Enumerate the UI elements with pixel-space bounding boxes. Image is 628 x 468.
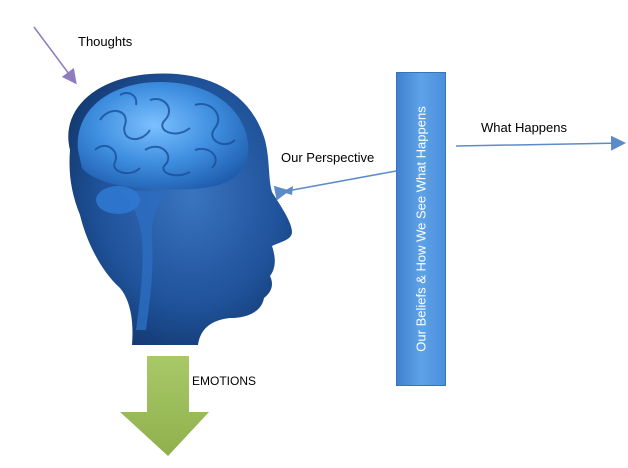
thoughts-label: Thoughts bbox=[78, 34, 133, 49]
brain-stem bbox=[120, 190, 170, 330]
perspective-arrow bbox=[273, 170, 397, 201]
brain-folds bbox=[94, 92, 236, 177]
perspective-arrowhead bbox=[282, 186, 293, 195]
thoughts-arrow bbox=[33, 26, 77, 85]
down-arrow-icon bbox=[120, 356, 209, 456]
brain-shape bbox=[77, 82, 249, 190]
what-happens-arrow bbox=[455, 135, 626, 151]
emotions-label: EMOTIONS bbox=[192, 374, 257, 388]
perspective-label: Our Perspective bbox=[281, 150, 375, 165]
beliefs-filter-box: Our Beliefs & How We See What Happens bbox=[396, 72, 446, 386]
what-happens-label: What Happens bbox=[481, 120, 567, 135]
head-brain-illustration bbox=[68, 73, 292, 345]
cerebellum bbox=[96, 186, 140, 214]
beliefs-filter-label: Our Beliefs & How We See What Happens bbox=[413, 106, 429, 352]
